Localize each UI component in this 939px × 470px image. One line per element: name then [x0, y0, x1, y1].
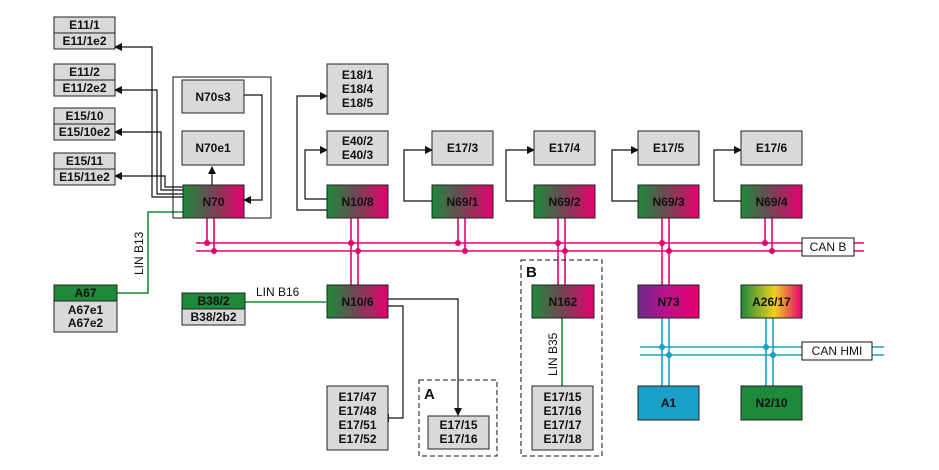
module-n10-8: N10/8	[326, 184, 389, 219]
svg-text:E11/1: E11/1	[69, 18, 100, 32]
module-n69-1: N69/1	[431, 184, 494, 219]
lamp-e17-47: E17/47 E17/48 E17/51 E17/52	[326, 385, 389, 451]
svg-text:N69/4: N69/4	[755, 195, 787, 209]
svg-text:N70e1: N70e1	[195, 141, 231, 155]
lin-b35-line: LIN B35	[546, 318, 563, 386]
svg-text:N69/3: N69/3	[652, 195, 684, 209]
section-a-frame: A	[418, 379, 498, 457]
module-n73: N73	[637, 284, 700, 319]
module-n2-10: N2/10	[740, 385, 803, 421]
svg-text:N162: N162	[549, 295, 578, 309]
svg-text:E11/2: E11/2	[69, 65, 100, 79]
lamp-e11-2: E11/2 E11/2e2	[53, 63, 116, 97]
svg-text:E17/51: E17/51	[338, 418, 376, 432]
svg-text:N73: N73	[657, 295, 679, 309]
can-b-label: CAN B	[801, 237, 855, 257]
svg-text:E17/6: E17/6	[756, 141, 788, 155]
svg-text:LIN B13: LIN B13	[132, 231, 146, 275]
n10-6-output-arrows	[381, 298, 462, 422]
svg-text:E17/15: E17/15	[439, 418, 477, 432]
svg-text:LIN B16: LIN B16	[256, 285, 300, 299]
module-n69-3: N69/3	[637, 184, 700, 219]
module-n162: N162	[531, 284, 595, 319]
can-b-bus	[196, 218, 864, 285]
svg-text:CAN HMI: CAN HMI	[812, 344, 863, 358]
svg-text:E11/1e2: E11/1e2	[62, 34, 106, 48]
lamp-e11-1: E11/1 E11/1e2	[53, 16, 116, 50]
svg-text:E17/52: E17/52	[338, 432, 376, 446]
svg-text:E15/10e2: E15/10e2	[59, 125, 111, 139]
lamp-e17-15-section-a: E17/15 E17/16	[427, 415, 490, 450]
can-hmi-label: CAN HMI	[801, 341, 873, 361]
lamp-e40: E40/2 E40/3	[326, 130, 389, 166]
svg-text:E17/47: E17/47	[338, 390, 376, 404]
module-n69-4: N69/4	[740, 184, 803, 219]
lin-b16-line: LIN B16	[245, 285, 326, 303]
module-a26-17: A26/17	[740, 284, 803, 319]
svg-text:E15/11: E15/11	[66, 154, 104, 168]
svg-text:E17/18: E17/18	[543, 432, 581, 446]
svg-text:E15/11e2: E15/11e2	[59, 170, 110, 184]
svg-text:E40/2: E40/2	[342, 134, 374, 148]
svg-text:N70: N70	[202, 195, 224, 209]
svg-text:A1: A1	[661, 396, 677, 410]
svg-text:B38/2: B38/2	[197, 294, 229, 308]
lamp-e18: E18/1 E18/4 E18/5	[326, 63, 389, 115]
svg-text:N69/2: N69/2	[548, 195, 580, 209]
svg-text:LIN B35: LIN B35	[546, 332, 560, 376]
svg-text:E40/3: E40/3	[342, 148, 374, 162]
lamp-e15-10: E15/10 E15/10e2	[53, 107, 116, 141]
svg-text:E17/17: E17/17	[543, 418, 581, 432]
svg-text:B: B	[526, 264, 537, 281]
svg-text:E17/16: E17/16	[439, 432, 477, 446]
svg-text:CAN B: CAN B	[810, 240, 847, 254]
lamp-e17-4: E17/4	[533, 130, 596, 166]
module-n70s3: N70s3	[181, 79, 245, 114]
module-a1: A1	[637, 385, 700, 421]
svg-text:A67e1: A67e1	[68, 303, 104, 317]
n70-output-arrows	[114, 43, 263, 204]
svg-text:E17/15: E17/15	[543, 390, 581, 404]
svg-text:N10/6: N10/6	[341, 295, 373, 309]
svg-text:A67: A67	[74, 286, 96, 300]
module-n69-2: N69/2	[533, 184, 596, 219]
svg-text:N10/8: N10/8	[341, 195, 373, 209]
svg-text:E17/3: E17/3	[447, 141, 479, 155]
svg-text:N69/1: N69/1	[446, 195, 478, 209]
module-a67: A67 A67e1 A67e2	[53, 284, 118, 333]
svg-text:E11/2e2: E11/2e2	[62, 81, 106, 95]
svg-text:E15/10: E15/10	[65, 109, 103, 123]
svg-text:E18/5: E18/5	[342, 96, 374, 110]
svg-text:E17/4: E17/4	[549, 141, 581, 155]
module-n10-6: N10/6	[326, 284, 389, 319]
lamp-e17-3: E17/3	[431, 130, 494, 166]
svg-text:A: A	[424, 386, 435, 403]
n10-8-output-arrows	[296, 92, 328, 211]
svg-text:E17/16: E17/16	[543, 404, 581, 418]
svg-text:E17/5: E17/5	[653, 141, 685, 155]
section-b-frame: B	[520, 259, 603, 457]
svg-text:E17/48: E17/48	[338, 404, 376, 418]
module-b38-2: B38/2 B38/2b2	[181, 292, 246, 326]
n69-output-arrows	[403, 146, 742, 202]
lin-b13-line: LIN B13	[117, 211, 183, 294]
module-n70e1: N70e1	[181, 130, 245, 166]
svg-text:N2/10: N2/10	[755, 396, 787, 410]
svg-text:A67e2: A67e2	[68, 316, 104, 330]
lamp-e17-15-section-b: E17/15 E17/16 E17/17 E17/18	[531, 385, 594, 451]
lamp-e17-6: E17/6	[740, 130, 803, 166]
lamp-e15-11: E15/11 E15/11e2	[53, 152, 116, 186]
lamp-e17-5: E17/5	[637, 130, 700, 166]
svg-text:E18/1: E18/1	[342, 68, 374, 82]
svg-text:B38/2b2: B38/2b2	[190, 310, 236, 324]
svg-text:A26/17: A26/17	[752, 295, 791, 309]
svg-text:E18/4: E18/4	[342, 82, 374, 96]
module-n70: N70	[182, 184, 245, 219]
svg-text:N70s3: N70s3	[195, 90, 231, 104]
